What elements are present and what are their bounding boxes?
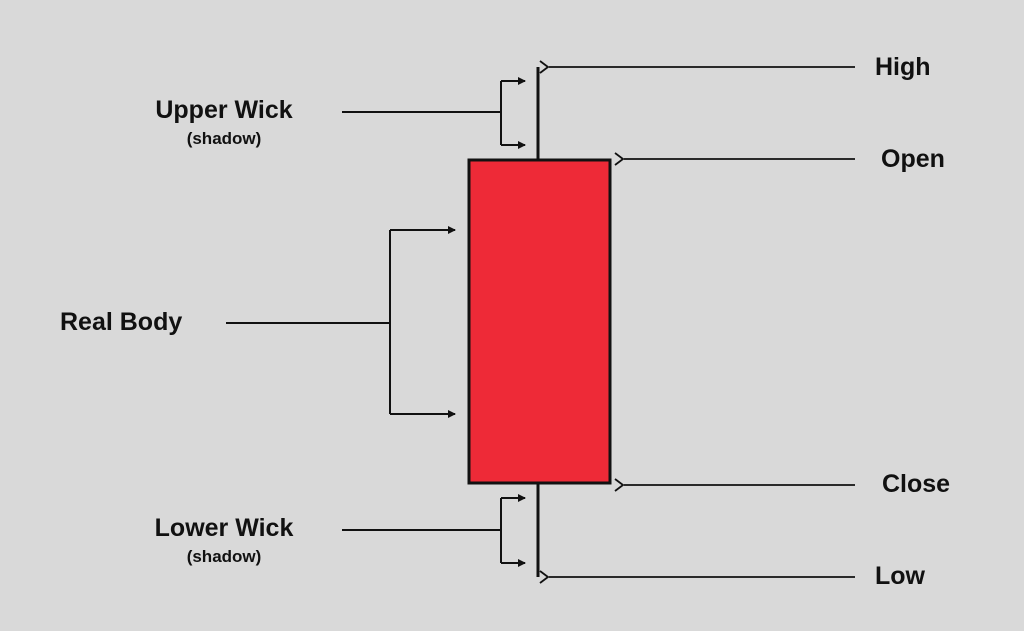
real-body-bracket [226,226,456,418]
upper-wick-bracket [342,77,526,149]
low-label: Low [875,562,925,590]
real-body-label: Real Body [60,308,183,336]
candle-real-body [467,158,612,485]
upper-wick-label: Upper Wick [155,96,293,124]
lower-wick-sublabel: (shadow) [186,547,262,566]
upper-wick-sublabel: (shadow) [186,129,262,148]
open-label: Open [881,145,945,173]
close-label: Close [882,470,951,498]
lower-wick-label: Lower Wick [154,514,294,542]
lower-wick-bracket [342,494,526,567]
high-label: High [875,53,931,81]
